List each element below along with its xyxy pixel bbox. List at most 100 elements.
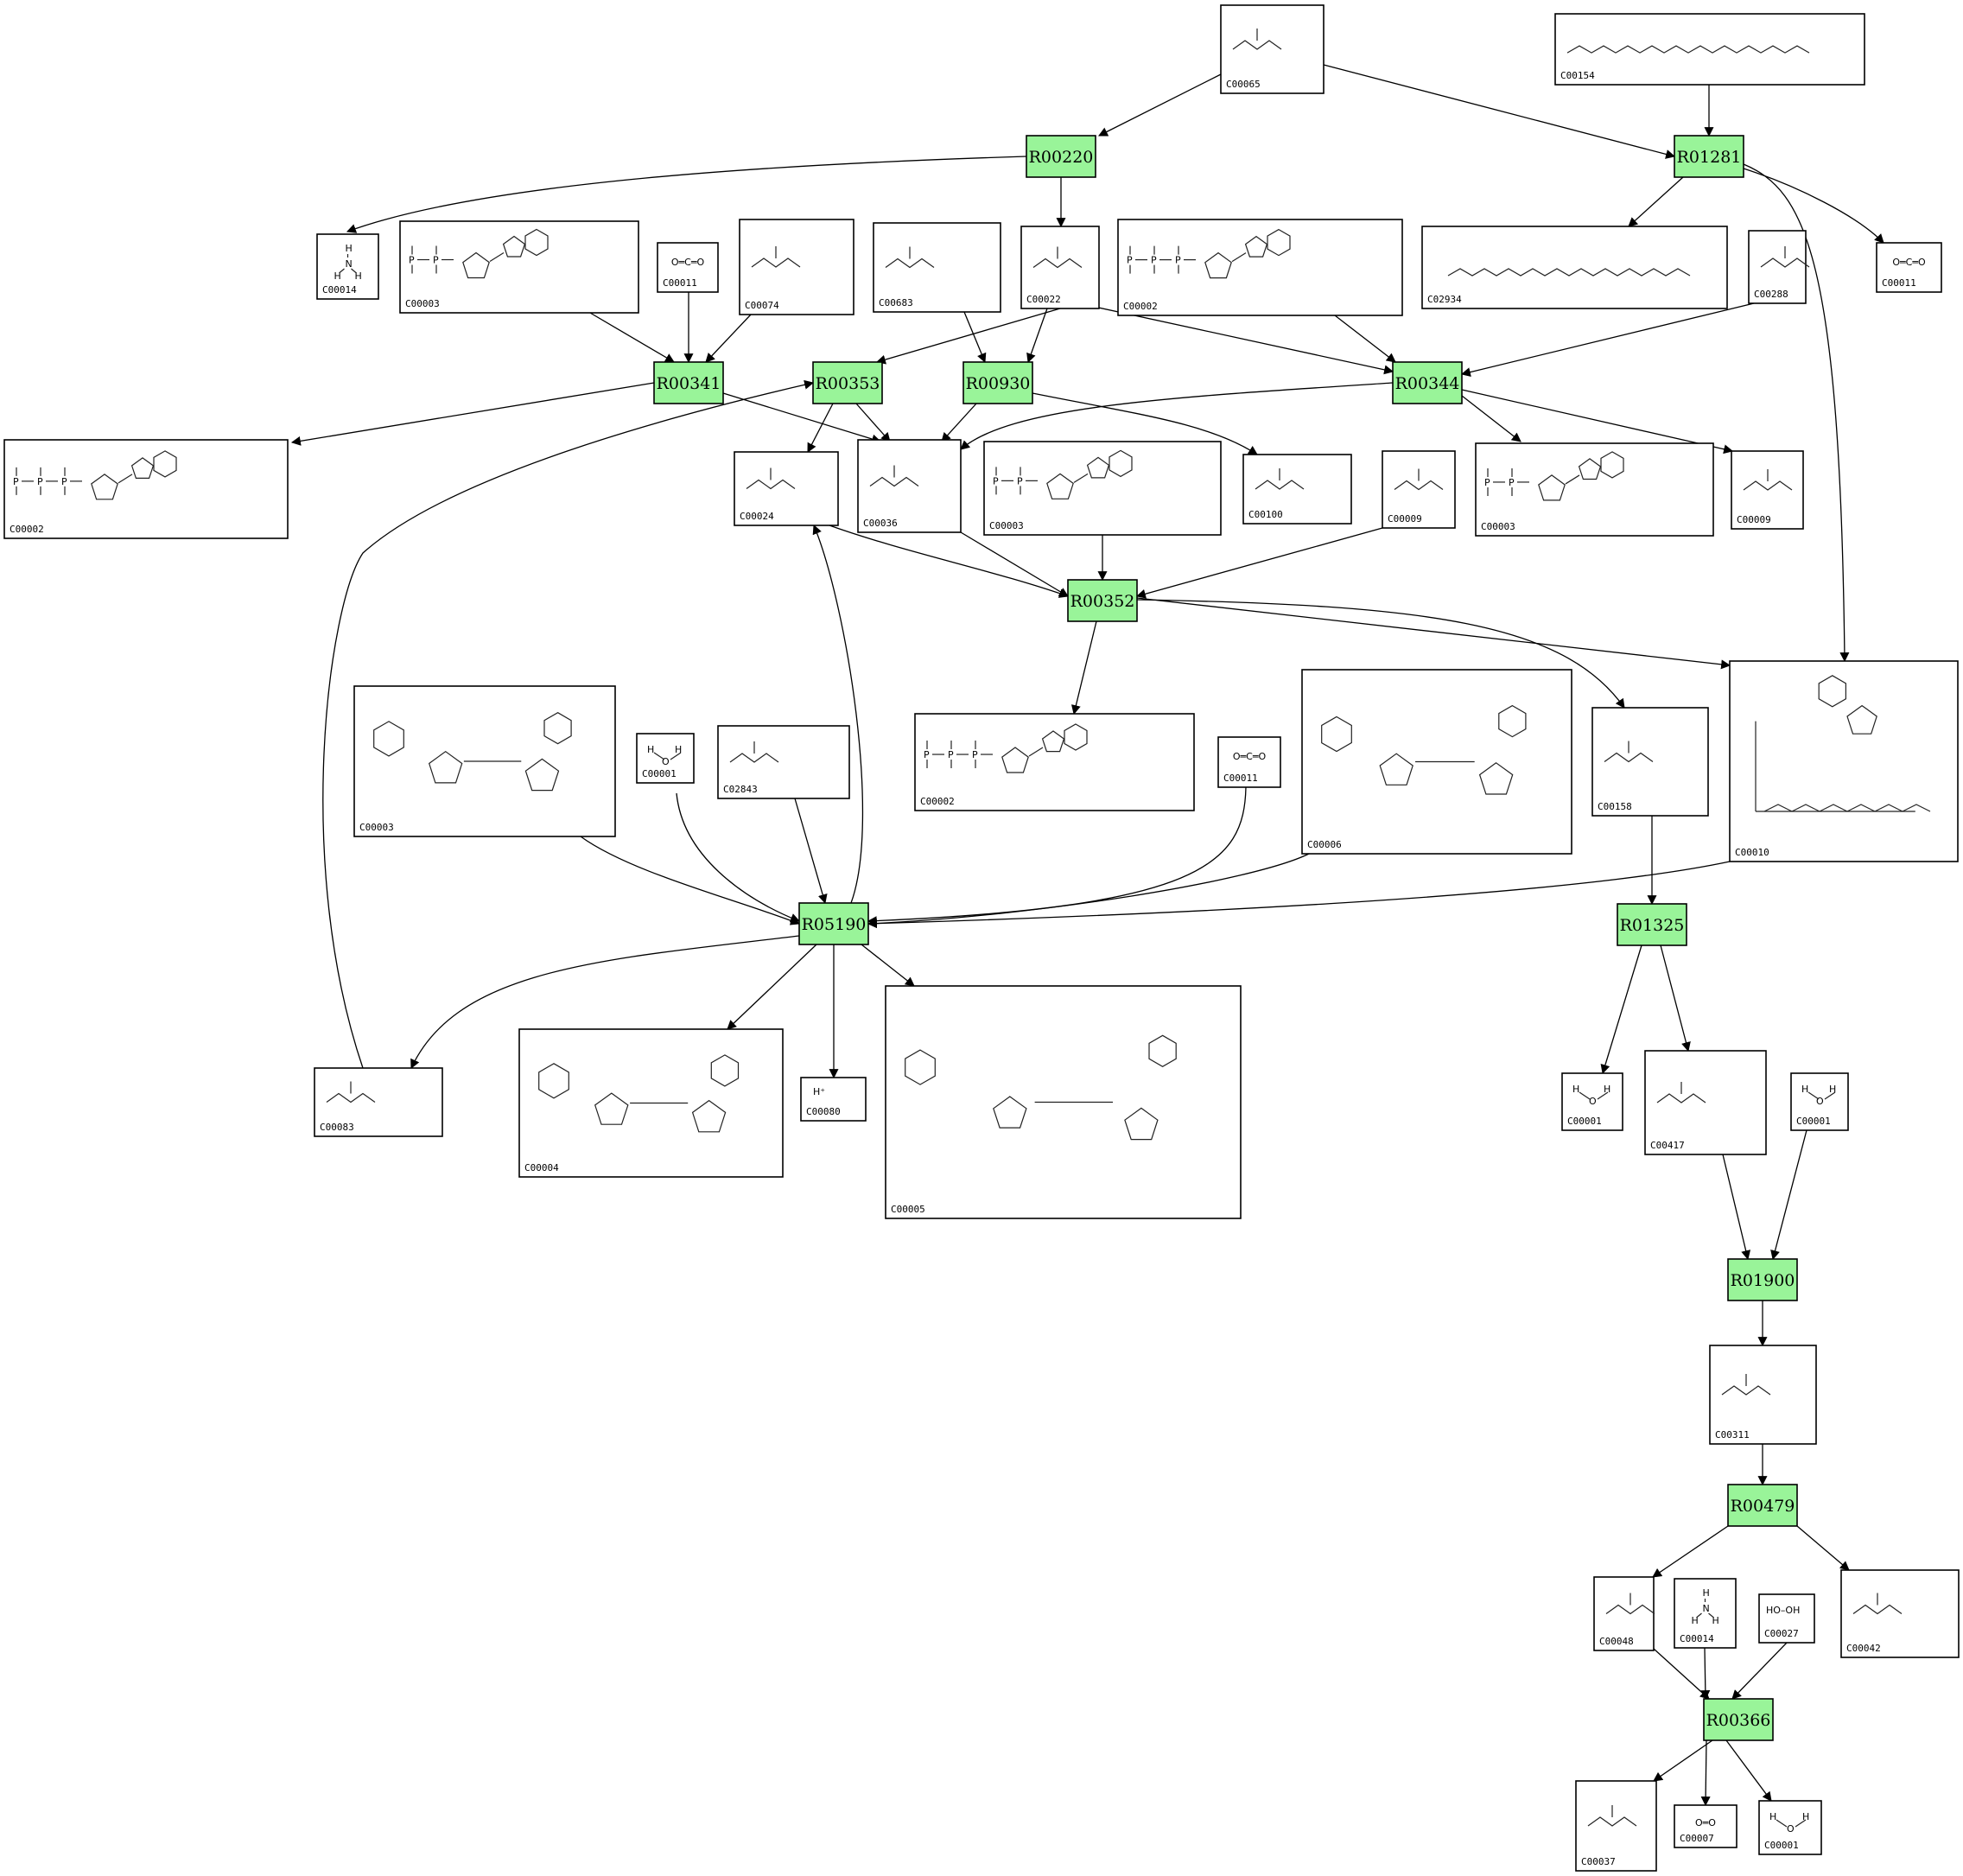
compound-node[interactable]: C00683 [873,222,1001,313]
svg-text:N: N [346,258,353,270]
reaction-node[interactable]: R01900 [1727,1258,1798,1301]
compound-node[interactable]: C00154 [1554,13,1865,86]
compound-node[interactable]: C00417 [1644,1050,1767,1155]
compound-box [399,220,639,314]
reaction-node[interactable]: R00479 [1727,1484,1798,1527]
reaction-edge [705,314,752,363]
compound-box [857,439,962,533]
structure-sketch [869,465,919,487]
compound-node[interactable]: C00042 [1840,1569,1960,1658]
reaction-node[interactable]: R00220 [1026,135,1096,178]
compound-node[interactable]: C00005 [885,985,1242,1219]
compound-node[interactable]: C00010 [1729,660,1959,862]
reaction-box [1727,1258,1798,1301]
compound-node[interactable]: C00036 [857,439,962,533]
reaction-edge [1461,395,1521,442]
reaction-node[interactable]: R01325 [1617,903,1687,946]
reaction-edge [1094,306,1394,375]
compound-node[interactable]: C00048 [1593,1576,1655,1651]
compound-node[interactable]: C00024 [734,451,839,526]
structure-sketch: HOH [647,744,682,767]
compound-node[interactable]: H⁺C00080 [800,1077,867,1122]
compound-id: C00065 [1226,79,1261,90]
reaction-edge [1796,1525,1850,1571]
reaction-box [962,361,1033,404]
compound-node[interactable]: C00003 [353,685,616,837]
reaction-node[interactable]: R05190 [798,902,869,945]
reaction-edge [1700,1647,1711,1701]
reaction-id: R00353 [816,374,880,393]
compound-id: C00036 [863,518,898,529]
reaction-node[interactable]: R00352 [1067,579,1138,622]
compound-id: C00002 [920,796,955,807]
reaction-edge [875,308,1061,365]
compound-id: C00014 [322,284,357,296]
reaction-node[interactable]: R00366 [1703,1698,1774,1741]
compound-node[interactable]: C00074 [739,219,854,315]
structure-sketch [1321,704,1527,795]
compound-node[interactable]: C02843 [717,725,850,799]
reaction-node[interactable]: R00341 [653,361,724,404]
reaction-edge [941,403,977,442]
reaction-node[interactable]: R00930 [962,361,1033,404]
structure-sketch [905,1034,1177,1141]
compound-node[interactable]: C00083 [314,1067,443,1137]
reaction-node[interactable]: R00344 [1392,361,1463,404]
reaction-edge [807,403,834,453]
reaction-id: R00352 [1070,592,1135,611]
compound-node[interactable]: C00100 [1242,454,1352,525]
compound-id: C00311 [1715,1429,1750,1440]
compound-box [636,733,695,784]
structure-sketch [326,1081,376,1103]
structure-sketch: H⁺ [813,1086,825,1097]
compound-id: C02934 [1427,294,1462,305]
reaction-edge [1653,1648,1710,1700]
compound-node[interactable]: C00065 [1220,4,1325,94]
compound-box [1217,736,1281,788]
compound-node[interactable]: C00288 [1748,230,1810,304]
compound-node[interactable]: C00311 [1709,1345,1817,1445]
compound-node[interactable]: C00006 [1301,669,1572,855]
reaction-box [1026,135,1096,178]
reaction-node[interactable]: R00353 [812,361,883,404]
reaction-node[interactable]: R01281 [1674,135,1744,178]
compound-id: C00003 [1481,521,1515,532]
structure-sketch [751,246,801,268]
compound-node[interactable]: C00009 [1731,450,1804,530]
structure-sketch [538,1054,740,1133]
compound-node[interactable]: C02934 [1421,226,1728,309]
svg-text:P: P [1151,255,1157,266]
compound-box [1575,1780,1657,1872]
reaction-edge [867,853,1310,929]
structure-sketch: O═C═O [1233,751,1267,762]
compound-node[interactable]: C00158 [1591,707,1709,817]
compound-box [1020,226,1100,309]
reaction-edge [867,861,1731,929]
compound-id: C00004 [524,1162,559,1173]
compound-node[interactable]: C00009 [1382,450,1456,529]
svg-text:O: O [1589,1096,1597,1107]
compound-node[interactable]: C00004 [518,1028,784,1178]
compound-id: C00001 [1796,1116,1831,1127]
compound-node[interactable]: C00022 [1020,226,1100,309]
compound-node[interactable]: C00037 [1575,1780,1657,1872]
